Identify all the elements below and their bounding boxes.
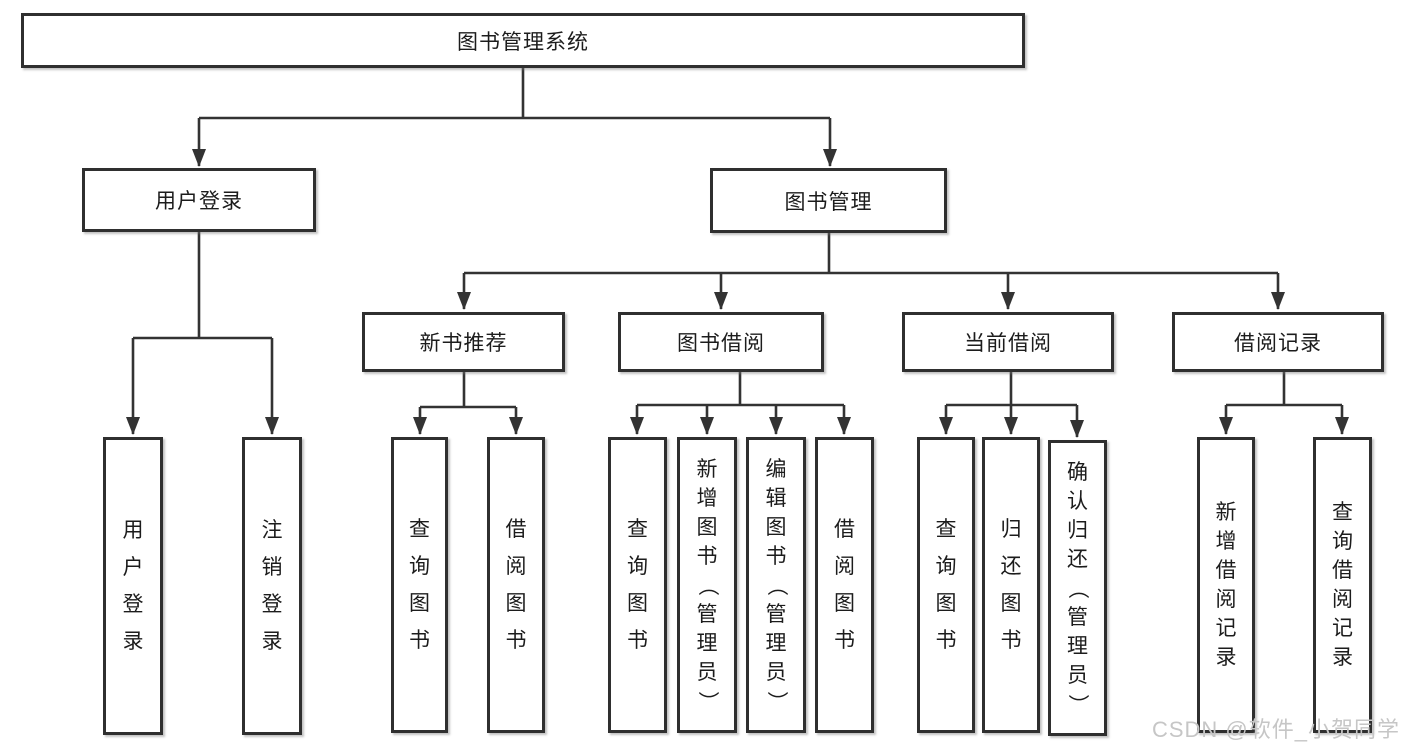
node-leaf-cb-confirm-return-admin-label: 确认归还（管理员） <box>1066 460 1089 715</box>
node-leaf-cb-query-books: 查询图书 <box>917 437 975 733</box>
node-leaf-bb-add-books-admin-label: 新增图书（管理员） <box>695 457 719 712</box>
node-leaf-logout-label: 注销登录 <box>261 519 283 653</box>
node-leaf-cb-query-books-label: 查询图书 <box>935 518 957 652</box>
node-book-management-label: 图书管理 <box>784 190 873 214</box>
node-leaf-cb-return-books-label: 归还图书 <box>1000 518 1022 652</box>
node-current-borrow-label: 当前借阅 <box>964 332 1052 355</box>
node-leaf-bb-add-books-admin: 新增图书（管理员） <box>677 437 737 733</box>
node-book-borrow-label: 图书借阅 <box>677 332 765 355</box>
node-current-borrow: 当前借阅 <box>902 312 1114 372</box>
node-leaf-bb-edit-books-admin: 编辑图书（管理员） <box>746 437 806 733</box>
node-new-book-recommend-label: 新书推荐 <box>419 332 508 355</box>
node-leaf-nbr-borrow-books-label: 借阅图书 <box>505 518 527 652</box>
node-book-borrow: 图书借阅 <box>618 312 824 372</box>
node-user-login-label: 用户登录 <box>155 190 243 213</box>
node-borrow-records: 借阅记录 <box>1172 312 1384 372</box>
node-leaf-bb-query-books-label: 查询图书 <box>627 518 648 652</box>
node-leaf-nbr-borrow-books: 借阅图书 <box>487 437 545 733</box>
node-new-book-recommend: 新书推荐 <box>362 312 565 372</box>
node-user-login: 用户登录 <box>82 168 316 232</box>
node-leaf-bb-borrow-books: 借阅图书 <box>815 437 874 733</box>
node-root: 图书管理系统 <box>21 13 1025 68</box>
node-leaf-nbr-query-books-label: 查询图书 <box>409 518 430 652</box>
node-leaf-cb-return-books: 归还图书 <box>982 437 1040 733</box>
node-leaf-cb-confirm-return-admin: 确认归还（管理员） <box>1048 440 1107 736</box>
node-leaf-br-query-record-label: 查询借阅记录 <box>1332 501 1353 669</box>
node-borrow-records-label: 借阅记录 <box>1234 332 1322 355</box>
node-leaf-bb-edit-books-admin-label: 编辑图书（管理员） <box>764 457 788 712</box>
node-leaf-bb-query-books: 查询图书 <box>608 437 667 733</box>
node-leaf-br-query-record: 查询借阅记录 <box>1313 437 1372 733</box>
node-leaf-nbr-query-books: 查询图书 <box>391 437 448 733</box>
node-leaf-bb-borrow-books-label: 借阅图书 <box>834 518 855 652</box>
csdn-watermark: CSDN @软件_小贺同学 <box>1151 717 1400 742</box>
node-book-management: 图书管理 <box>710 168 947 233</box>
node-leaf-user-login-label: 用户登录 <box>122 519 144 653</box>
node-leaf-logout: 注销登录 <box>242 437 302 735</box>
node-leaf-br-add-record-label: 新增借阅记录 <box>1215 501 1237 669</box>
node-root-label: 图书管理系统 <box>457 30 589 54</box>
node-leaf-br-add-record: 新增借阅记录 <box>1197 437 1255 733</box>
node-leaf-user-login: 用户登录 <box>103 437 163 735</box>
